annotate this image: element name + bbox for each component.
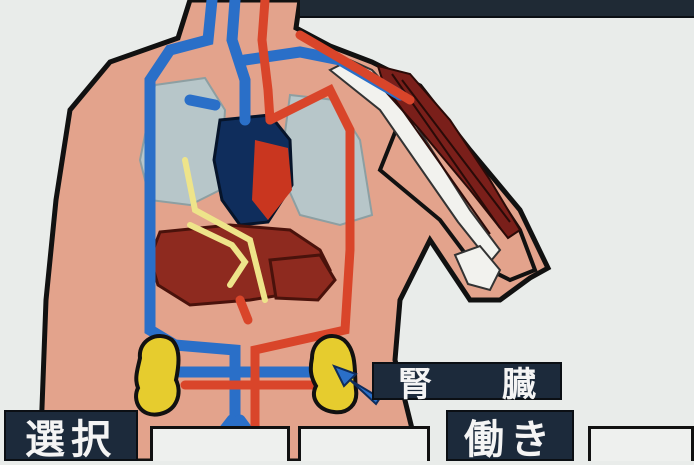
function-button[interactable]: 働き	[446, 410, 574, 461]
answer-slot-1[interactable]	[150, 426, 290, 461]
answer-slot-3[interactable]	[588, 426, 694, 461]
organ-name-label: 腎 臓	[372, 362, 562, 400]
answer-slot-2[interactable]	[298, 426, 430, 461]
pulmonary-vein	[190, 100, 215, 105]
select-button[interactable]: 選択	[4, 410, 138, 461]
stomach	[270, 255, 335, 300]
title-bar	[300, 0, 694, 18]
left-kidney	[136, 336, 179, 415]
